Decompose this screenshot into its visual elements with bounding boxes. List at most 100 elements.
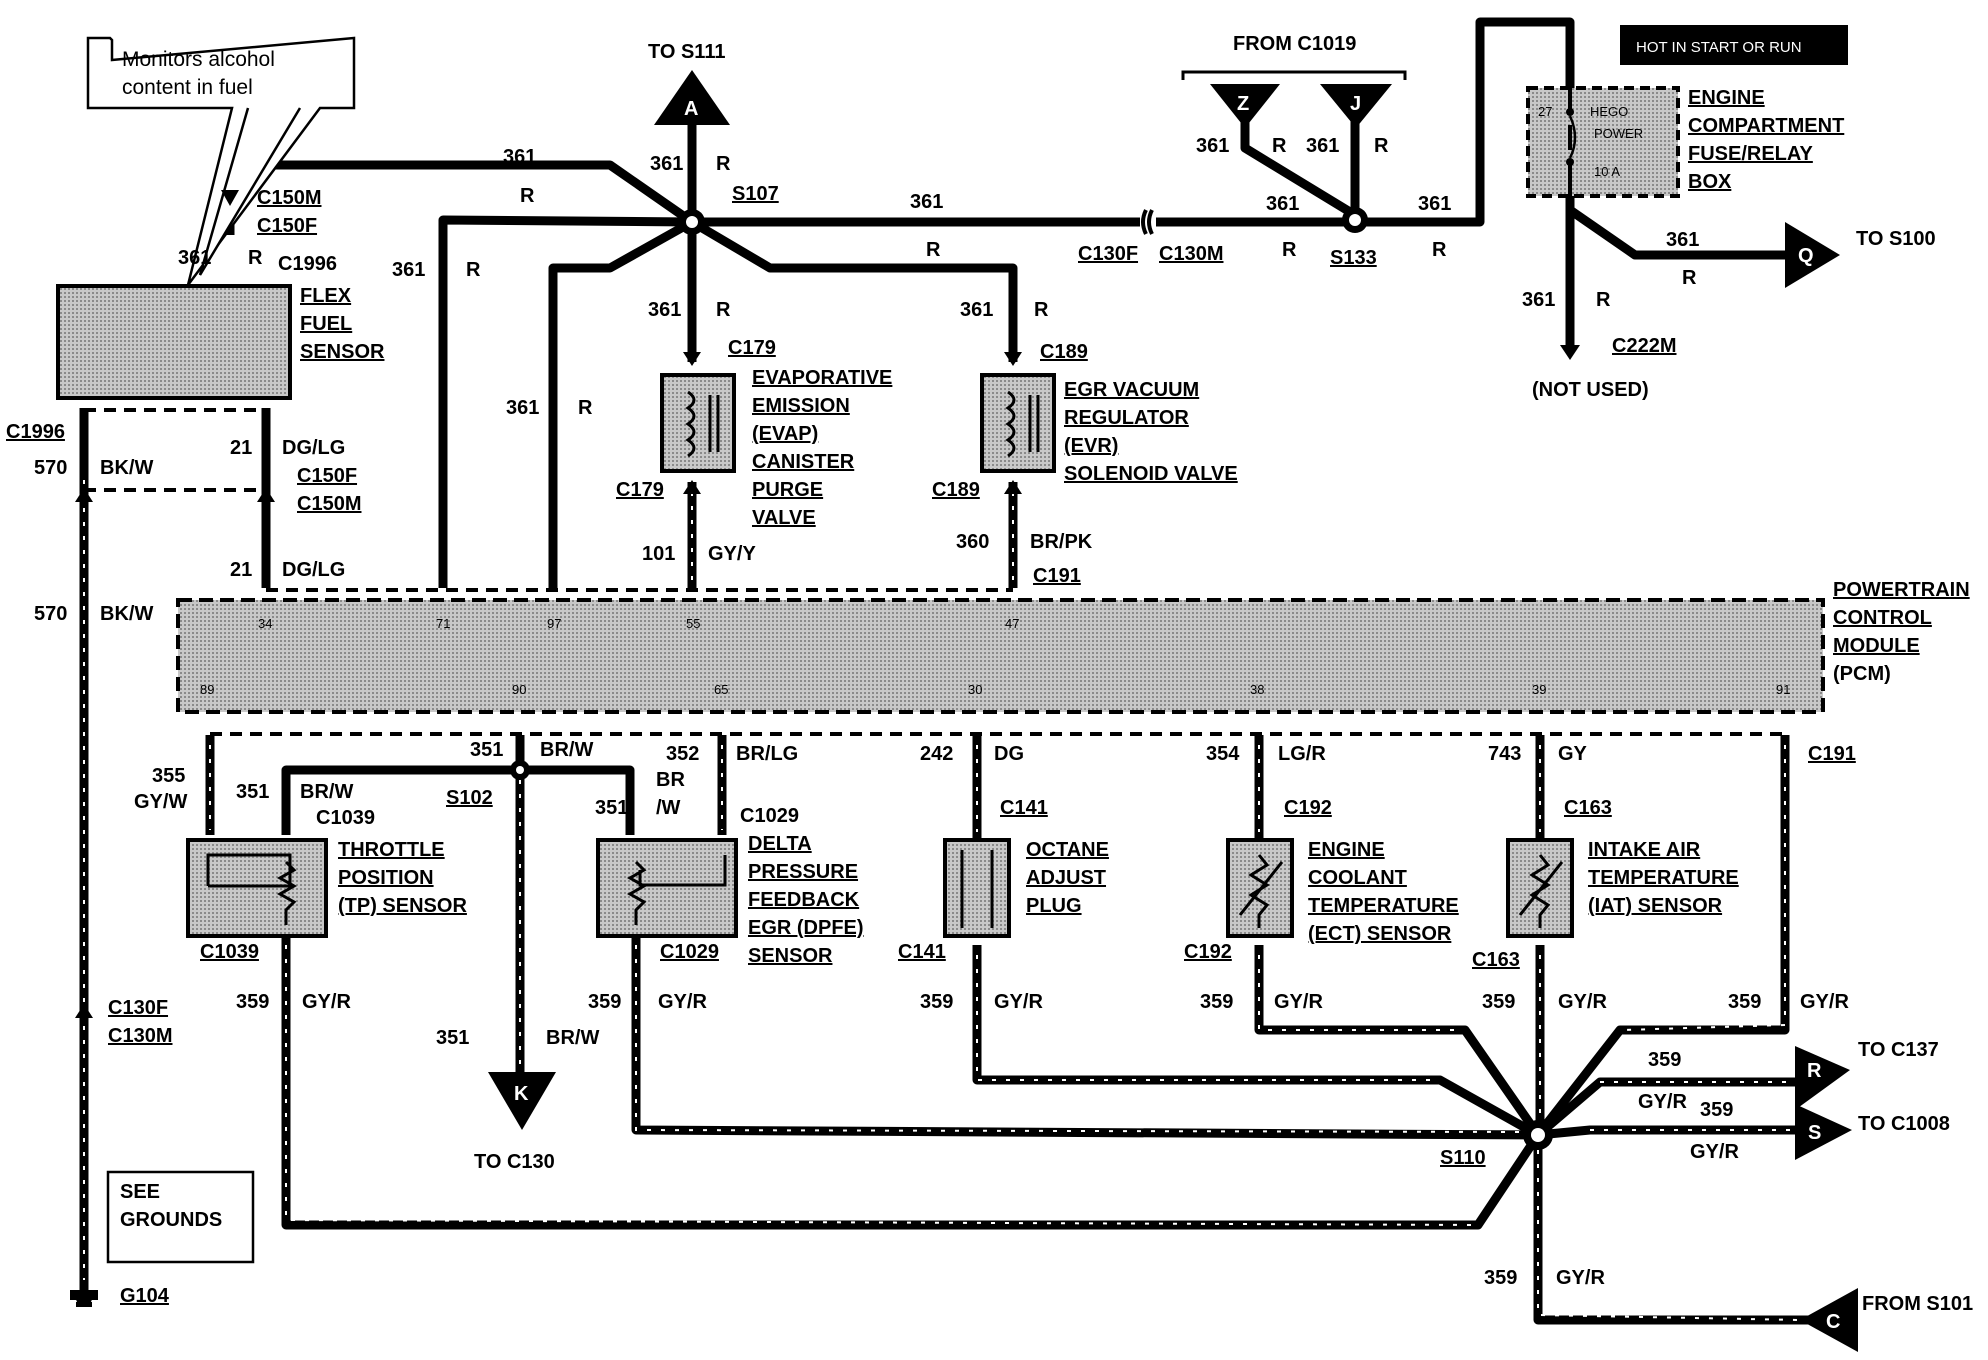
octane-adjust-plug: OCTANE ADJUST PLUG bbox=[943, 838, 1109, 938]
to-s111: TO S111 bbox=[648, 41, 725, 63]
r-b: R bbox=[716, 153, 731, 175]
c101: 101 bbox=[642, 543, 675, 565]
s110-label: S110 bbox=[1440, 1147, 1486, 1169]
dpfe-sensor: DELTA PRESSURE FEEDBACK EGR (DPFE) SENSO… bbox=[596, 833, 864, 967]
not-used-arrow bbox=[1560, 345, 1580, 360]
c355: 355 bbox=[152, 765, 185, 787]
c192-bottom: C192 bbox=[1184, 941, 1232, 963]
r-z: R bbox=[1272, 135, 1287, 157]
wire-361-to-s100 bbox=[1567, 206, 1790, 260]
c360: 360 bbox=[956, 531, 989, 553]
pcm-label-1: POWERTRAIN bbox=[1833, 579, 1970, 601]
r-c: R bbox=[926, 239, 941, 261]
arrow-c-label: C bbox=[1826, 1311, 1840, 1333]
bkw-b: BK/W bbox=[100, 603, 153, 625]
c150m-top: C150M bbox=[257, 187, 321, 209]
wire-361-z-s133 bbox=[1240, 118, 1358, 219]
fuse-line2: POWER bbox=[1594, 126, 1643, 141]
pcm-pin-89: 89 bbox=[200, 682, 214, 697]
gyr-tp: GY/R bbox=[302, 991, 351, 1013]
c351-k: 351 bbox=[436, 1027, 469, 1049]
wire-351-splice-dpfe bbox=[520, 765, 635, 835]
pcm-pin-97: 97 bbox=[547, 616, 561, 631]
ground-symbol bbox=[70, 1290, 98, 1307]
lgr: LG/R bbox=[1278, 743, 1326, 765]
gyr-iat: GY/R bbox=[1558, 991, 1607, 1013]
circuit-labels: 361 R 361 R 361 R 361 R 361 R 361 R 361 … bbox=[34, 135, 1849, 1289]
arrow-z: Z bbox=[1210, 84, 1280, 128]
pcm-label-3: MODULE bbox=[1833, 635, 1920, 657]
c1029-bottom: C1029 bbox=[660, 941, 719, 963]
evap-label-1: EVAPORATIVE bbox=[752, 367, 892, 389]
flex-label-3: SENSOR bbox=[300, 341, 385, 363]
c191-top: C191 bbox=[1033, 565, 1081, 587]
to-c137: TO C137 bbox=[1858, 1039, 1939, 1061]
c141-bottom: C141 bbox=[898, 941, 946, 963]
c150f-top: C150F bbox=[257, 215, 317, 237]
gyr-dpfe: GY/R bbox=[658, 991, 707, 1013]
gyr-s101: GY/R bbox=[1556, 1267, 1605, 1289]
arrow-c: C bbox=[1800, 1288, 1858, 1352]
s107-label: S107 bbox=[732, 183, 779, 205]
pcm-pin-91: 91 bbox=[1776, 682, 1790, 697]
gy: GY bbox=[1558, 743, 1588, 765]
iat-label-2: TEMPERATURE bbox=[1588, 867, 1739, 889]
from-s101: FROM S101 bbox=[1862, 1293, 1973, 1315]
brpk: BR/PK bbox=[1030, 531, 1093, 553]
from-c1019: FROM C1019 bbox=[1233, 33, 1356, 55]
wire-hatching bbox=[83, 480, 1801, 1321]
r-flex: R bbox=[248, 247, 263, 269]
evap-label-3: (EVAP) bbox=[752, 423, 818, 445]
r-d: R bbox=[1282, 239, 1297, 261]
slash-w: /W bbox=[656, 797, 681, 819]
c361-z: 361 bbox=[1196, 135, 1229, 157]
fuse-line3: 10 A bbox=[1594, 164, 1620, 179]
c361-evap: 361 bbox=[648, 299, 681, 321]
pcm-module: 34 71 97 55 47 89 90 65 30 38 39 91 POWE… bbox=[176, 579, 1970, 736]
s102-label: S102 bbox=[446, 787, 493, 809]
gyr-r: GY/R bbox=[1638, 1091, 1687, 1113]
egr-vacuum-regulator: EGR VACUUM REGULATOR (EVR) SOLENOID VALV… bbox=[980, 373, 1238, 485]
wire-361-to-egr bbox=[689, 218, 1018, 362]
brw-k: BR/W bbox=[546, 1027, 599, 1049]
arrow-s-label: S bbox=[1808, 1122, 1821, 1144]
arrow-z-label: Z bbox=[1237, 93, 1249, 115]
arrow-a-label: A bbox=[684, 98, 698, 120]
c1996-side: C1996 bbox=[6, 421, 65, 443]
pcm-pin-34: 34 bbox=[258, 616, 272, 631]
fuse-pin: 27 bbox=[1538, 104, 1552, 119]
c1039-bottom: C1039 bbox=[200, 941, 259, 963]
ect-label-2: COOLANT bbox=[1308, 867, 1407, 889]
brw-b: BR/W bbox=[300, 781, 353, 803]
connector-heads bbox=[75, 190, 1022, 1018]
c361-j: 361 bbox=[1306, 135, 1339, 157]
power-wires bbox=[225, 17, 1790, 588]
pcm-pin-65: 65 bbox=[714, 682, 728, 697]
iat-sensor: INTAKE AIR TEMPERATURE (IAT) SENSOR bbox=[1506, 838, 1739, 938]
gyr-oct: GY/R bbox=[994, 991, 1043, 1013]
iat-label-1: INTAKE AIR bbox=[1588, 839, 1701, 861]
r-f: R bbox=[1596, 289, 1611, 311]
egr-label-3: (EVR) bbox=[1064, 435, 1118, 457]
c361-d: 361 bbox=[1266, 193, 1299, 215]
wire-359-pcm91 bbox=[1534, 735, 1790, 1138]
c361-q: 361 bbox=[1666, 229, 1699, 251]
c361-c: 361 bbox=[910, 191, 943, 213]
c351-a: 351 bbox=[470, 739, 503, 761]
dglg-b: DG/LG bbox=[282, 559, 345, 581]
iat-label-3: (IAT) SENSOR bbox=[1588, 895, 1723, 917]
pcm-pin-39: 39 bbox=[1532, 682, 1546, 697]
c179-top: C179 bbox=[728, 337, 776, 359]
c130f-top: C130F bbox=[1078, 243, 1138, 265]
arrow-j: J bbox=[1320, 84, 1392, 128]
c361-egr: 361 bbox=[960, 299, 993, 321]
c361-b: 361 bbox=[650, 153, 683, 175]
c192-top: C192 bbox=[1284, 797, 1332, 819]
c1039-top: C1039 bbox=[316, 807, 375, 829]
c351-c: 351 bbox=[595, 797, 628, 819]
evap-label-2: EMISSION bbox=[752, 395, 850, 417]
brlg: BR/LG bbox=[736, 743, 798, 765]
pcm-pin-55: 55 bbox=[686, 616, 700, 631]
gyr-91: GY/R bbox=[1800, 991, 1849, 1013]
